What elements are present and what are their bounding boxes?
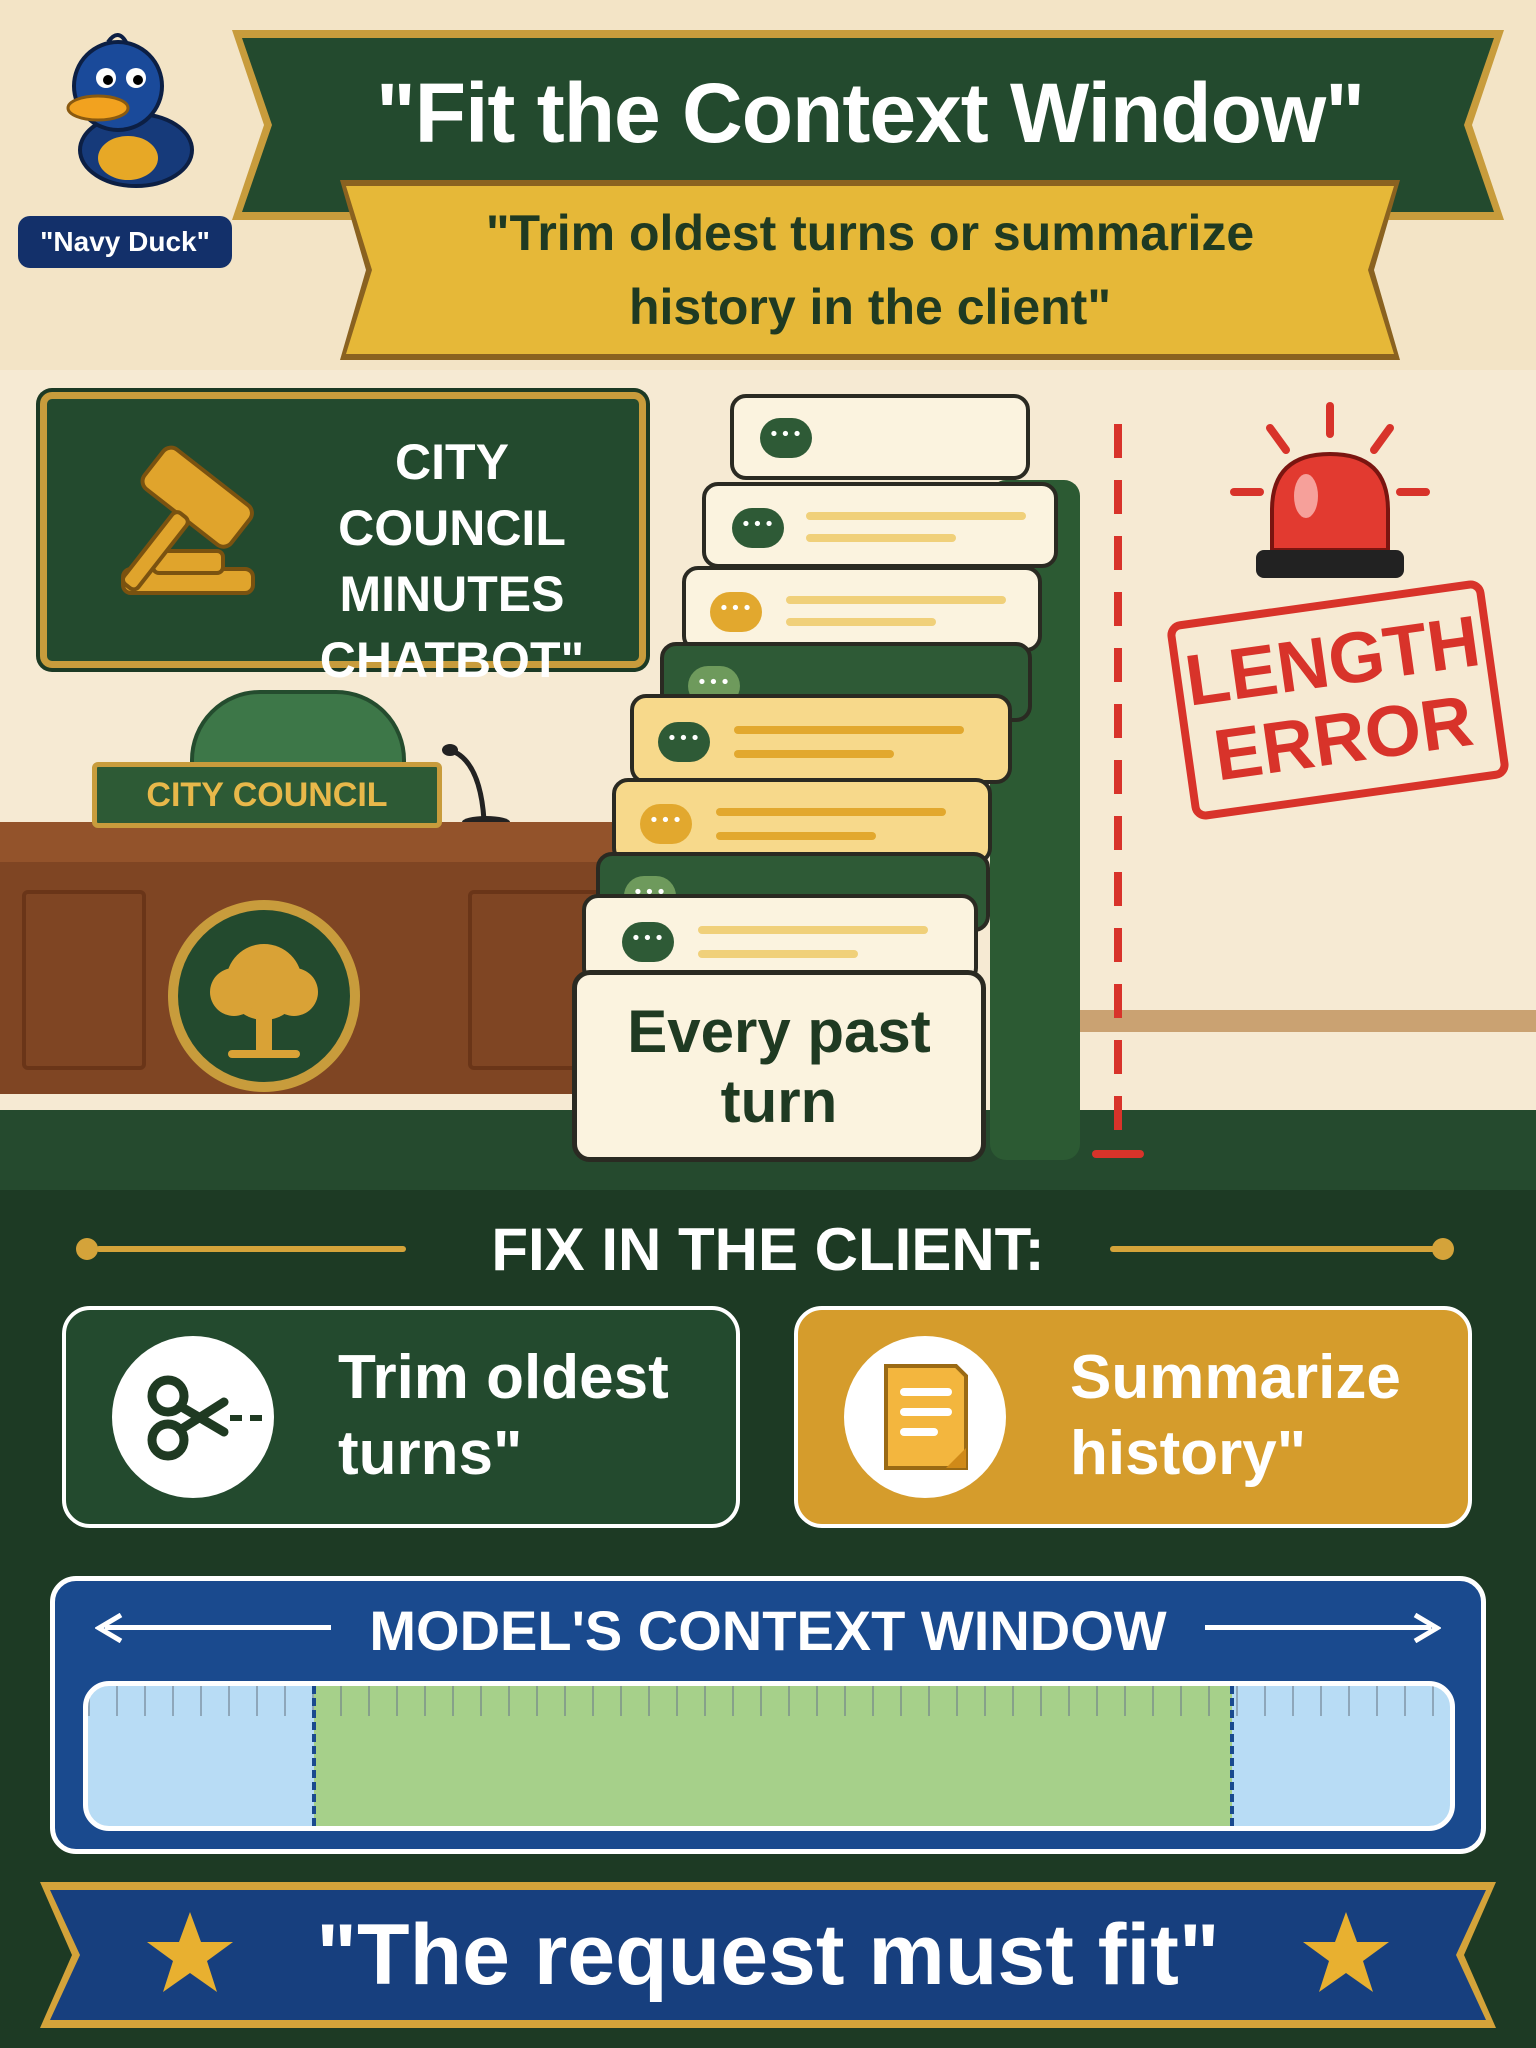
divider-dot [1432,1238,1454,1260]
text-line [806,512,1026,520]
context-window-start [312,1686,316,1826]
navy-duck-icon [66,33,194,188]
chat-bubble-icon [622,922,674,962]
document-icon [884,1364,968,1470]
left-arrow-icon [105,1625,331,1630]
every-past-turn-label: Every past turn [627,998,931,1135]
right-arrow-icon [1205,1625,1431,1630]
desk-panel [22,890,146,1070]
text-line [698,926,928,934]
context-window-end [1230,1686,1234,1826]
council-nameplate: CITY COUNCIL [92,762,442,828]
summarize-option-card: Summarize history" [794,1306,1472,1528]
subtitle-banner [340,180,1400,360]
wall-trim [1000,1010,1536,1032]
chat-bubble-icon [760,418,812,458]
title-banner [232,30,1504,220]
every-past-turn-card: Every past turn [572,970,986,1162]
chat-turn-card [730,394,1030,480]
text-line [716,832,876,840]
chat-turn-card [582,894,978,984]
left-arrowhead-icon [95,1613,123,1643]
trim-option-card: Trim oldest turns" [62,1306,740,1528]
divider-dot [76,1238,98,1260]
trim-icon-circle [112,1336,274,1498]
chat-turn-card [702,482,1058,568]
gavel-icon [120,445,255,595]
context-window-bar [83,1681,1455,1831]
page-subtitle: "Trim oldest turns or summarize history … [485,205,1255,335]
context-window-panel: MODEL'S CONTEXT WINDOW [50,1576,1486,1854]
text-line [786,596,1006,604]
chat-turn-card [612,778,992,864]
chat-bubble-icon [732,508,784,548]
text-line [734,726,964,734]
ruler-ticks [88,1686,1450,1716]
right-arrowhead-icon [1413,1613,1441,1643]
text-line [734,750,894,758]
text-line [786,618,936,626]
desk-top [0,822,640,866]
context-limit-line [1114,424,1122,1154]
scissors-icon [147,1375,262,1461]
tree-seal-icon [168,900,360,1092]
text-line [716,808,946,816]
page-title: "Fit the Context Window" [375,66,1365,160]
chat-turn-card [682,566,1042,652]
mascot-label: "Navy Duck" [18,216,232,268]
context-window-title: MODEL'S CONTEXT WINDOW [369,1599,1167,1662]
footer-slogan: "The request must fit" [316,1907,1220,2003]
context-limit-base [1092,1150,1144,1158]
alarm-siren-icon [1230,402,1430,578]
fix-heading: FIX IN THE CLIENT: [491,1216,1045,1283]
length-error-text: LENGTH ERROR [1180,601,1485,797]
chat-turn-card [630,694,1012,784]
divider-line [1110,1246,1442,1252]
star-icon [147,1912,233,1992]
footer-banner [40,1882,1496,2028]
chat-bubble-icon [640,804,692,844]
text-line [698,950,858,958]
star-icon [1303,1912,1389,1992]
chat-bubble-icon [710,592,762,632]
divider-line [96,1246,406,1252]
chatbot-sign-text: CITY COUNCIL MINUTES CHATBOT" [319,434,585,688]
summarize-icon-circle [844,1336,1006,1498]
trim-option-label: Trim oldest turns" [338,1343,669,1488]
chat-bubble-icon [658,722,710,762]
summarize-option-label: Summarize history" [1070,1343,1401,1488]
chatbot-sign: CITY COUNCIL MINUTES CHATBOT" [40,392,646,688]
text-line [806,534,956,542]
microphone-icon [442,744,510,828]
